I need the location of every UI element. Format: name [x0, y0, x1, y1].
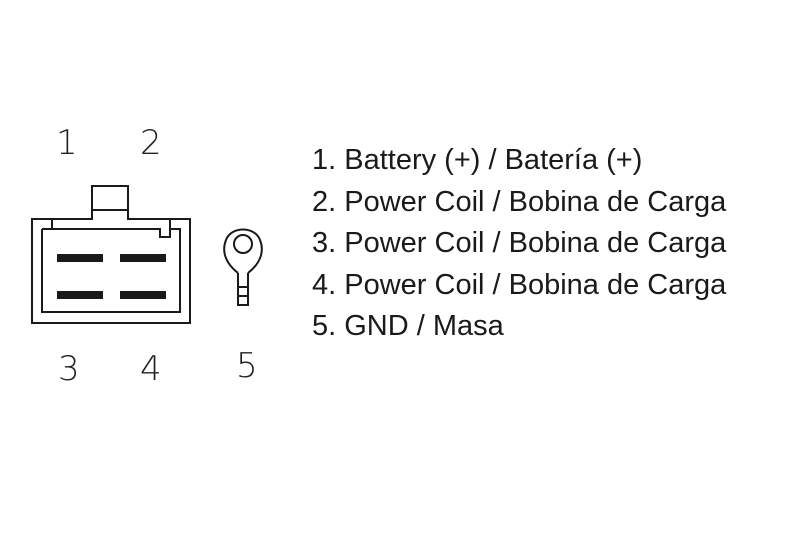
connector-cavity	[42, 228, 180, 238]
legend-item-1: 1. Battery (+) / Batería (+)	[312, 144, 643, 176]
legend-item-3: 3. Power Coil / Bobina de Carga	[312, 227, 727, 259]
terminal-slot-2	[120, 254, 166, 262]
legend-item-4: 4. Power Coil / Bobina de Carga	[312, 268, 727, 301]
terminal-slot-1	[57, 254, 103, 262]
pin-label-5: 5	[236, 346, 258, 386]
pin-label-1: 1	[56, 123, 78, 163]
legend-item-2: 2. Power Coil / Bobina de Carga	[312, 185, 727, 218]
pin-label-4: 4	[140, 349, 162, 389]
pin-legend: 1. Battery (+) / Batería (+) 2. Power Co…	[312, 140, 726, 348]
pin-label-3: 3	[58, 349, 80, 389]
connector-housing-outline	[31, 185, 191, 324]
terminal-slot-3	[57, 291, 103, 299]
pin-label-2: 2	[140, 123, 162, 163]
terminal-slot-4	[120, 291, 166, 299]
ring-terminal-icon	[223, 228, 263, 306]
legend-item-5: 5. GND / Masa	[312, 310, 504, 342]
